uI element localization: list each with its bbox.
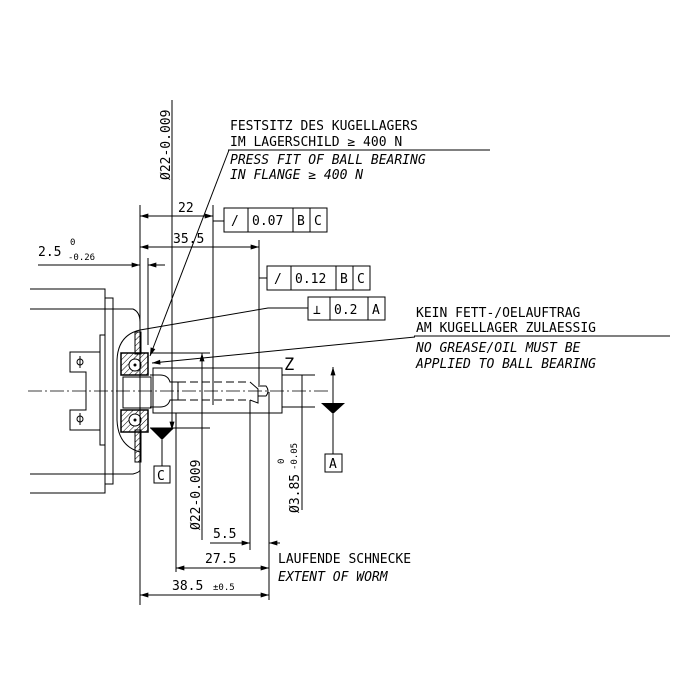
dim-5-5: 5.5 bbox=[213, 527, 236, 542]
grease-note: KEIN FETT-/OELAUFTRAG AM KUGELLAGER ZULA… bbox=[414, 306, 670, 372]
note-line: NO GREASE/OIL MUST BE bbox=[415, 341, 581, 356]
note-line: APPLIED TO BALL BEARING bbox=[415, 357, 596, 372]
runout-symbol: / bbox=[231, 214, 239, 229]
extension-lines bbox=[139, 100, 315, 605]
datum-c: C bbox=[150, 428, 174, 484]
note-line: EXTENT OF WORM bbox=[278, 570, 389, 585]
worm-note: LAUFENDE SCHNECKE EXTENT OF WORM bbox=[278, 552, 411, 585]
dim-2-5-upper-tol: 0 bbox=[70, 238, 75, 248]
z-label: Z bbox=[284, 355, 294, 375]
datum-ref: A bbox=[372, 303, 380, 318]
dim-dia-shaft: Ø3.85 bbox=[288, 474, 303, 513]
tolerance-value: 0.2 bbox=[334, 303, 357, 318]
dim-dia-shaft-upper-tol: 0 bbox=[277, 459, 287, 464]
datum-ref: C bbox=[357, 272, 365, 287]
ball-bearing bbox=[120, 352, 152, 433]
datum-ref: B bbox=[297, 214, 305, 229]
dim-35-5: 35.5 bbox=[173, 232, 204, 247]
dim-dia-bottom: Ø22-0.009 bbox=[189, 460, 204, 530]
press-fit-note: FESTSITZ DES KUGELLAGERS IM LAGERSCHILD … bbox=[228, 119, 490, 183]
grease-leader bbox=[151, 336, 416, 365]
dim-2-5: 2.5 bbox=[38, 245, 61, 260]
note-line: AM KUGELLAGER ZULAESSIG bbox=[416, 321, 596, 336]
note-line: LAUFENDE SCHNECKE bbox=[278, 552, 411, 567]
note-line: IN FLANGE ≥ 400 N bbox=[230, 168, 363, 183]
dim-38-5-tol: ±0.5 bbox=[213, 583, 235, 593]
runout-symbol: / bbox=[274, 272, 282, 287]
datum-a-label: A bbox=[329, 457, 337, 472]
dim-dia-shaft-lower-tol: -0.05 bbox=[290, 443, 300, 470]
datum-a: A bbox=[321, 367, 345, 473]
datum-ref: B bbox=[340, 272, 348, 287]
perpendicularity-symbol: ⊥ bbox=[313, 303, 321, 318]
fcf-perpendicularity-0-2: ⊥ 0.2 A bbox=[139, 296, 386, 331]
fcf-runout-0-07: / 0.07 B C bbox=[213, 207, 328, 233]
note-line: FESTSITZ DES KUGELLAGERS bbox=[230, 119, 418, 134]
tolerance-value: 0.07 bbox=[252, 214, 283, 229]
dim-22: 22 bbox=[178, 201, 194, 216]
dim-dia-top: Ø22-0.009 bbox=[159, 110, 174, 180]
note-line: IM LAGERSCHILD ≥ 400 N bbox=[230, 135, 402, 150]
press-fit-leader bbox=[149, 149, 230, 357]
dim-2-5-lower-tol: -0.26 bbox=[68, 253, 95, 263]
dim-38-5: 38.5 bbox=[172, 579, 203, 594]
note-line: KEIN FETT-/OELAUFTRAG bbox=[416, 306, 581, 321]
datum-ref: C bbox=[314, 214, 322, 229]
tolerance-value: 0.12 bbox=[295, 272, 326, 287]
shaft-worm bbox=[150, 367, 283, 414]
dim-27-5: 27.5 bbox=[205, 552, 236, 567]
fcf-runout-0-12: / 0.12 B C bbox=[259, 265, 371, 291]
datum-c-label: C bbox=[157, 469, 165, 484]
note-line: PRESS FIT OF BALL BEARING bbox=[230, 153, 426, 168]
